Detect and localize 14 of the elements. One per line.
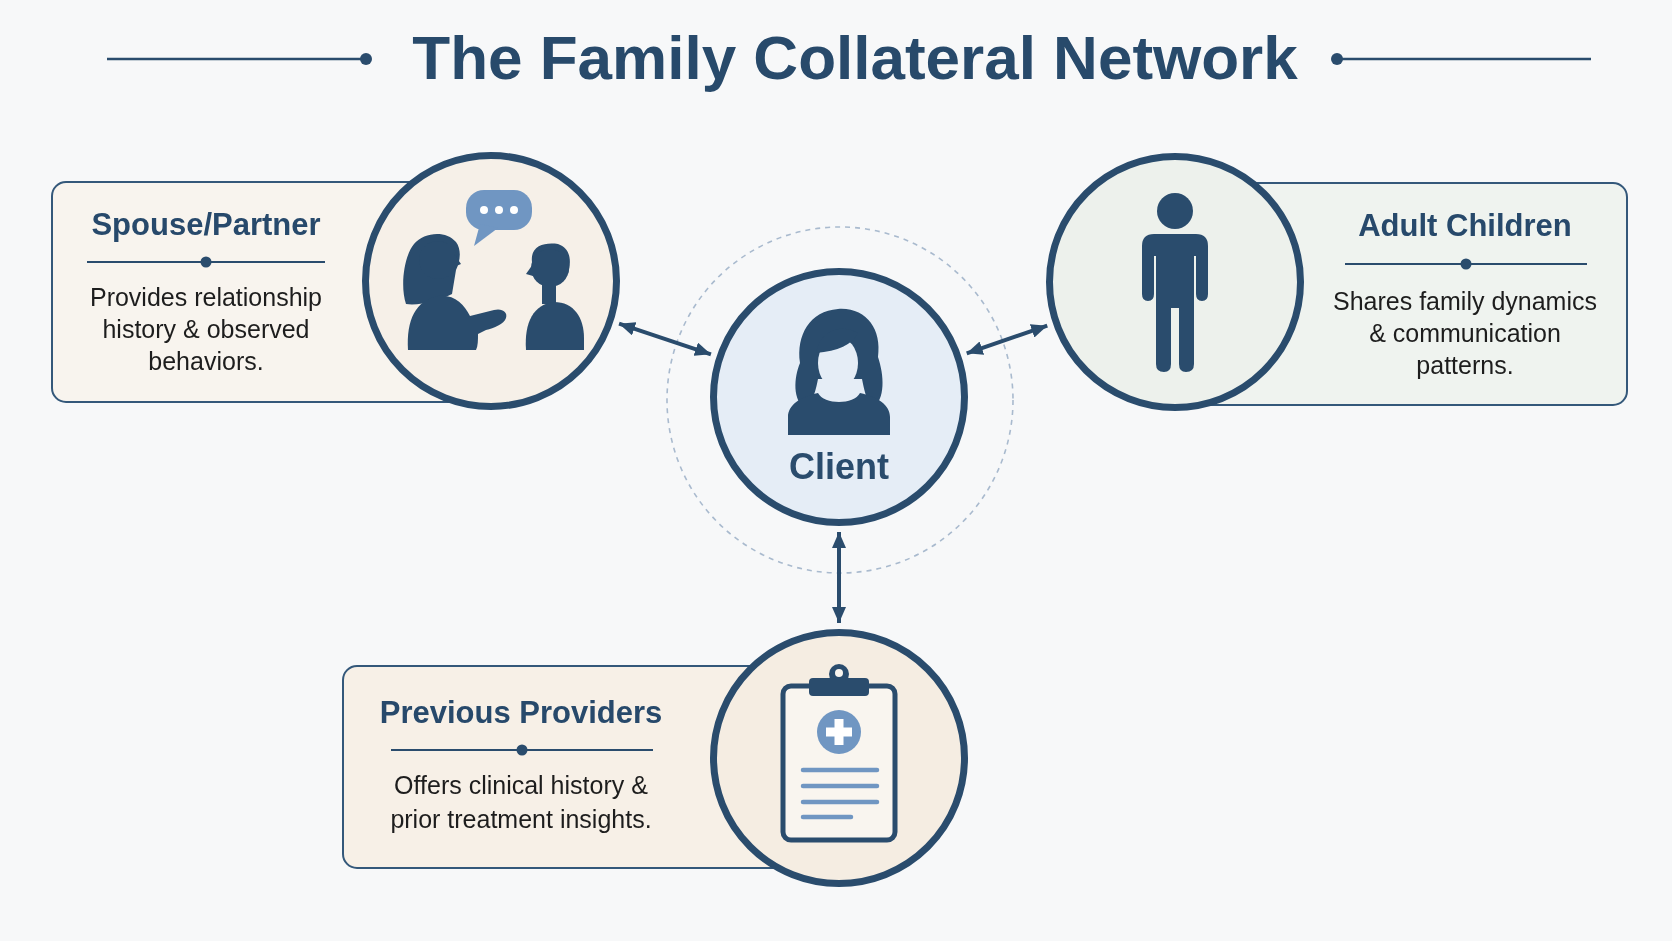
double-arrow — [618, 321, 712, 357]
card-description: Shares family dynamics & communication patterns. — [1332, 286, 1598, 381]
card-heading: Previous Providers — [378, 695, 664, 731]
node-label: Client — [788, 446, 890, 488]
card-description: Offers clinical history & prior treatment insights. — [389, 770, 653, 835]
profile-card — [51, 152, 620, 410]
title: The Family Collateral Network — [411, 22, 1299, 94]
profile-card — [342, 629, 968, 887]
card-heading: Adult Children — [1357, 208, 1573, 244]
double-arrow — [966, 323, 1048, 356]
card-heading: Spouse/Partner — [90, 207, 322, 243]
double-arrow — [832, 532, 846, 623]
profile-card — [1046, 153, 1628, 411]
card-description: Provides relationship history & observed behaviors. — [88, 282, 324, 377]
